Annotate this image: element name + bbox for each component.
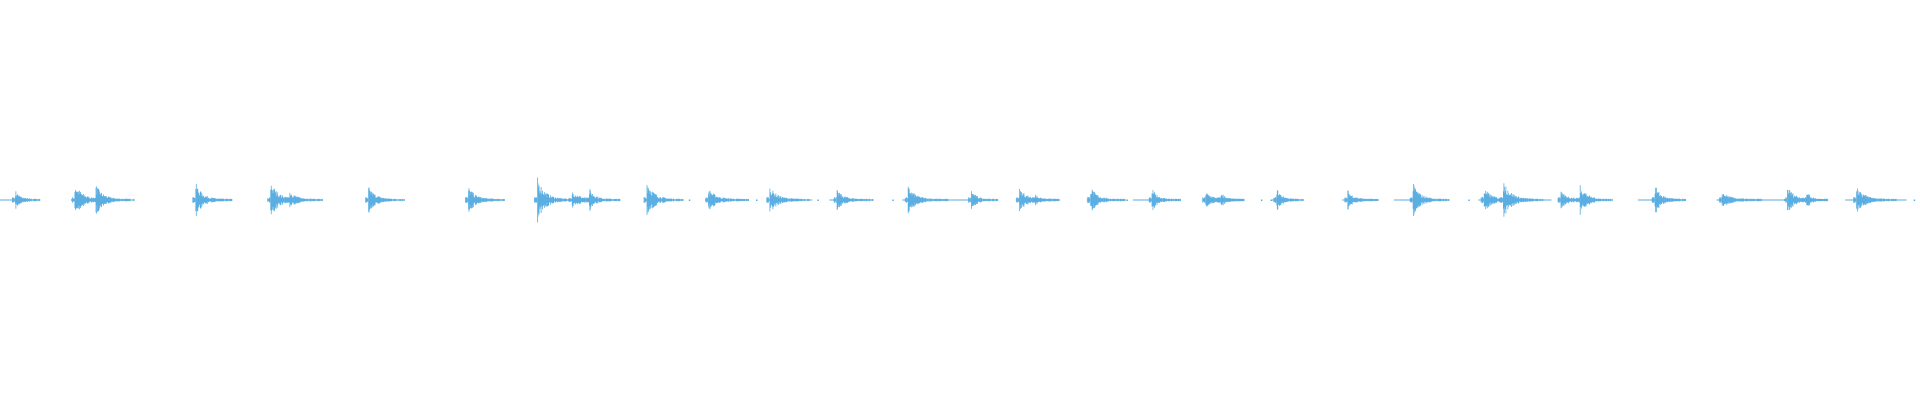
waveform-dot: [1126, 199, 1128, 201]
waveform-clip: [1132, 190, 1181, 210]
waveform-clip: [1015, 188, 1060, 212]
waveform-clip: [705, 190, 758, 210]
waveform-transient: [968, 191, 999, 209]
waveform-transient: [1217, 194, 1245, 206]
waveform-dot: [1468, 199, 1470, 201]
waveform-transient: [904, 186, 949, 214]
waveform-clip: [465, 188, 505, 212]
waveform-clip: [1478, 183, 1552, 217]
waveform-clip: [766, 188, 819, 212]
waveform-clip: [267, 185, 323, 215]
waveform-clip: [71, 186, 135, 214]
waveform-transient: [365, 187, 405, 213]
waveform-transient: [1853, 188, 1897, 212]
waveform-clip: [1637, 187, 1686, 213]
waveform-transient: [643, 185, 684, 215]
waveform-transient: [586, 189, 621, 211]
waveform-transient: [766, 188, 811, 212]
waveform-clip: [365, 187, 406, 213]
waveform-clip: [0, 191, 41, 209]
waveform-transient: [705, 190, 749, 210]
waveform-transient: [1031, 194, 1060, 206]
waveform-clip: [1845, 188, 1916, 212]
waveform-clip: [1201, 193, 1272, 207]
waveform-transient: [1344, 190, 1379, 210]
waveform-transient: [1651, 187, 1686, 213]
waveform-clip: [1271, 190, 1304, 210]
waveform-dot: [756, 199, 758, 201]
waveform-transient: [1273, 190, 1304, 210]
waveform-transient: [465, 188, 505, 212]
waveform-transient: [833, 190, 874, 210]
waveform-dot: [892, 199, 894, 201]
waveform-clip: [829, 190, 894, 210]
waveform-transient: [12, 191, 41, 209]
waveform-transient: [92, 186, 135, 214]
waveform-transient: [1087, 189, 1126, 211]
waveform-transient: [1803, 194, 1829, 206]
waveform-transient: [1718, 194, 1763, 206]
waveform-dot: [817, 199, 819, 201]
waveform-clip: [1086, 189, 1128, 211]
waveform-clip: [533, 177, 621, 223]
waveform-transient: [192, 183, 233, 217]
waveform-clip: [643, 185, 691, 215]
waveform-clip: [192, 183, 233, 217]
waveform-dot: [1260, 199, 1263, 201]
waveform-transient: [1409, 183, 1450, 217]
waveform-clip: [1342, 190, 1379, 210]
waveform-clip: [1393, 183, 1470, 217]
waveform-transient: [1576, 185, 1614, 215]
waveform-transient: [286, 192, 323, 208]
waveform-clips: [0, 177, 1916, 223]
waveform-clip: [1557, 185, 1614, 215]
waveform-transient: [1148, 190, 1181, 210]
waveform-dot: [688, 199, 691, 201]
waveform-clip: [1716, 189, 1829, 211]
waveform-clip: [902, 186, 999, 214]
waveform-dot: [1913, 199, 1916, 201]
waveform-transient: [1500, 183, 1544, 217]
